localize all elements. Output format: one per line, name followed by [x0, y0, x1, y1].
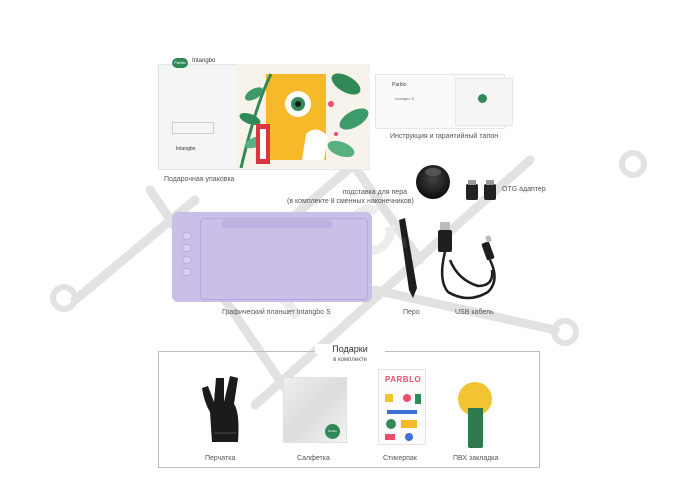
tablet-express-key: [182, 256, 192, 264]
gift-box: Parblo Intangbo Intangbo: [158, 50, 370, 170]
warranty-card: [455, 78, 513, 126]
otg-adapter-1: [466, 184, 478, 200]
otg-caption: OTG адаптер: [502, 186, 546, 193]
tablet-caption: Графический планшет Intangbo S: [222, 309, 331, 316]
tablet-top-strip: [222, 220, 332, 228]
booklet-logo: Parblo: [392, 82, 407, 88]
pen-caption: Перо: [403, 309, 420, 316]
tablet-active-area: [200, 218, 368, 300]
gift-box-sticker: [172, 122, 214, 134]
glove-caption: Перчатка: [205, 455, 236, 462]
stickers-caption: Стикерпак: [383, 455, 417, 462]
warranty-card-logo-icon: [478, 94, 487, 103]
gift-box-brand-badge: Parblo: [172, 58, 188, 68]
pen-holder-top: [425, 168, 441, 176]
gifts-title: Подарки: [315, 344, 385, 354]
usb-cable: [438, 222, 496, 300]
stylus-pen: [399, 218, 417, 298]
otg-adapter-2: [484, 184, 496, 200]
otg-adapter-1-tip: [468, 180, 476, 185]
booklet-cover-text: Intangbo S: [395, 96, 415, 101]
sticker-pack: [378, 369, 426, 445]
cloth-caption: Салфетка: [297, 455, 330, 462]
gift-box-model: Intangbo: [176, 146, 196, 152]
gift-box-brand: Intangbo: [192, 58, 216, 64]
sticker-pack-title: PARBLO: [385, 375, 422, 384]
pen-holder-caption-line2: (в комплекте 8 сменных наконечников): [287, 198, 414, 205]
tablet-express-key: [182, 268, 192, 276]
booklet-caption: Инструкция и гарантийный талон: [390, 133, 499, 140]
pen-holder-caption: подставка для пера (в комплекте 8 сменны…: [287, 188, 414, 206]
usb-cable-caption: USB кабель: [455, 309, 494, 316]
pen-holder-caption-line1: подставка для пера: [342, 189, 407, 196]
tablet-express-key: [182, 232, 192, 240]
gift-box-illustration: [236, 64, 370, 168]
tablet-express-key: [182, 244, 192, 252]
otg-adapter-2-tip: [486, 180, 494, 185]
gift-box-caption: Подарочная упаковка: [164, 176, 235, 183]
pvc-bookmark: [468, 408, 483, 448]
sticker-pack-illustration: [385, 394, 421, 441]
bookmark-caption: ПВХ закладка: [453, 455, 499, 462]
drawing-glove: [202, 376, 239, 442]
cleaning-cloth-logo: Parblo: [325, 424, 340, 439]
gifts-subtitle: в комплекте: [333, 357, 367, 363]
